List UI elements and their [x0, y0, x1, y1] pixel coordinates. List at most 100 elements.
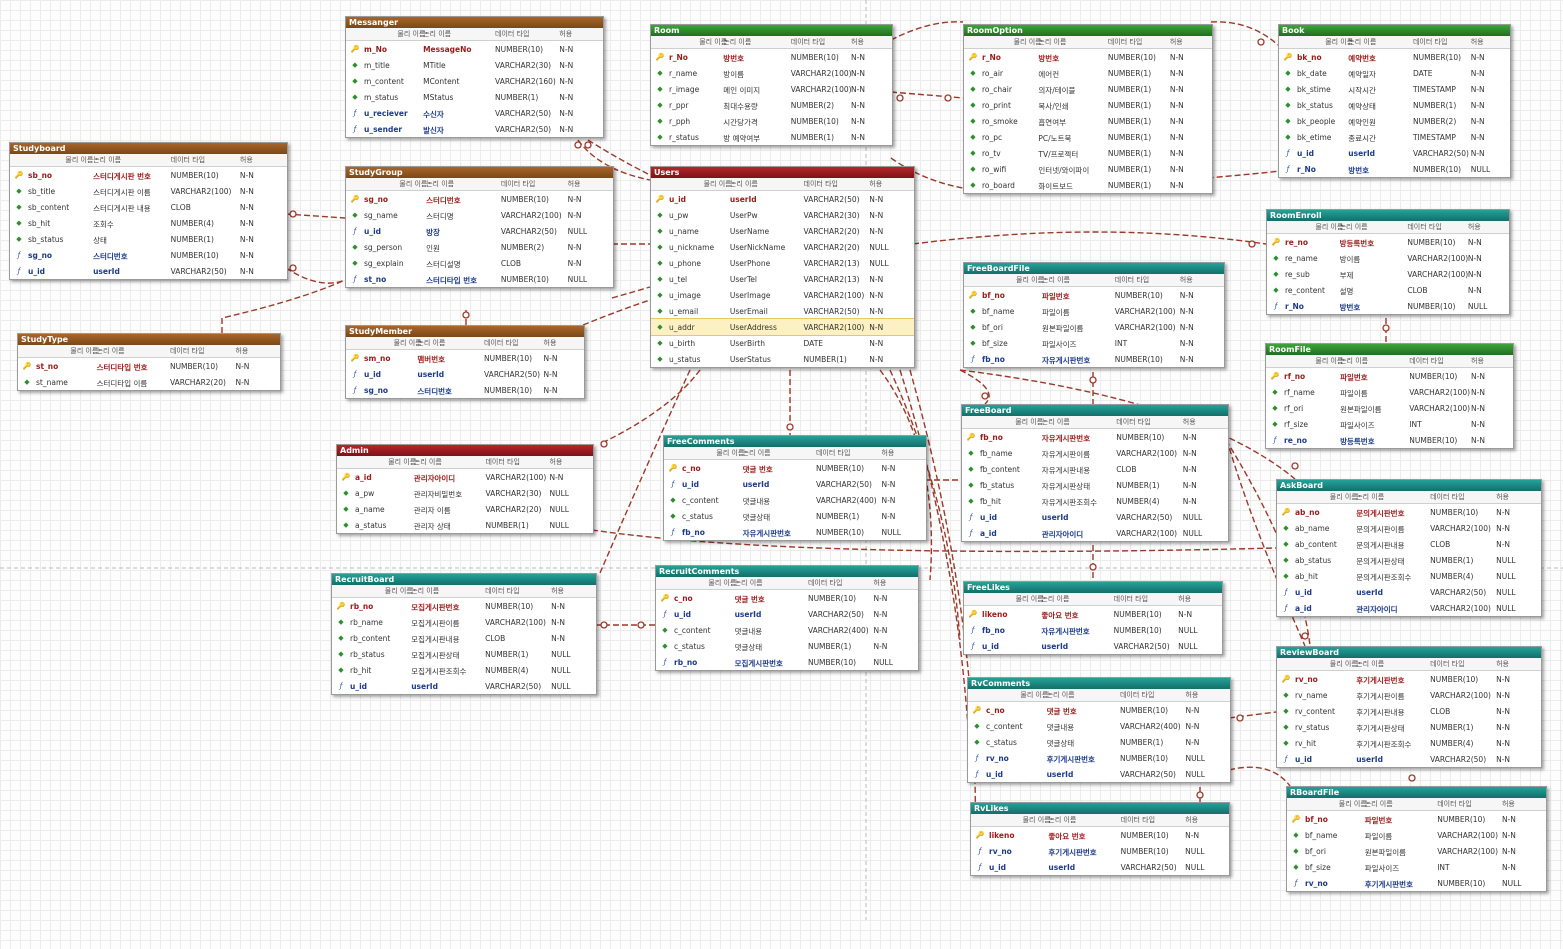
table-title[interactable]: FreeLikes	[964, 582, 1222, 593]
table-title[interactable]: RoomFile	[1266, 344, 1513, 355]
table-title[interactable]: RvComments	[968, 678, 1230, 689]
table-title[interactable]: Admin	[337, 445, 593, 456]
table-title[interactable]: FreeBoard	[962, 405, 1228, 416]
table-title[interactable]: StudyGroup	[346, 167, 613, 178]
table-title[interactable]: RecruitComments	[656, 566, 918, 577]
table-title[interactable]: StudyType	[18, 334, 280, 345]
table-title[interactable]: RoomEnroll	[1267, 210, 1509, 221]
table-title[interactable]: AskBoard	[1277, 480, 1541, 491]
table-title[interactable]: Studyboard	[10, 143, 287, 154]
